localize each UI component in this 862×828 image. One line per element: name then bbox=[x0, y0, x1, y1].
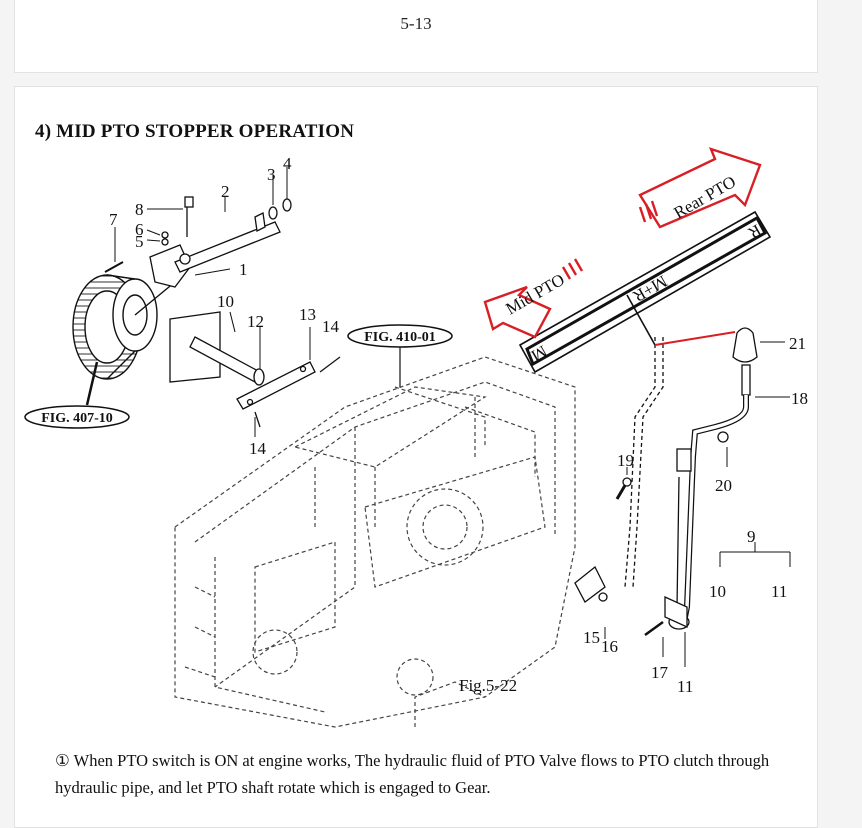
part-label-6: 6 bbox=[135, 220, 144, 239]
part-label-1: 1 bbox=[239, 260, 248, 279]
note-item-1: ① When PTO switch is ON at engine works,… bbox=[55, 747, 775, 801]
figure-reference-407: FIG. 407-10 bbox=[24, 361, 130, 429]
section-title: 4) MID PTO STOPPER OPERATION bbox=[35, 121, 355, 142]
part-label-18: 18 bbox=[791, 389, 808, 408]
shift-fork-assembly bbox=[104, 196, 292, 288]
part-label-3: 3 bbox=[267, 165, 276, 184]
figure-reference-410: FIG. 410-01 bbox=[347, 324, 453, 387]
figure-caption: Fig.5-22 bbox=[459, 676, 517, 695]
part-label-14b: 14 bbox=[249, 439, 267, 458]
part-label-14a: 14 bbox=[322, 317, 340, 336]
stopper-shaft-assembly bbox=[169, 311, 341, 428]
part-label-12: 12 bbox=[247, 312, 264, 331]
part-label-5: 5 bbox=[135, 232, 144, 251]
rear-pto-arrow-icon bbox=[638, 147, 762, 229]
pto-lever-assembly bbox=[574, 327, 758, 637]
content-card: 4) MID PTO STOPPER OPERATION bbox=[14, 86, 818, 828]
drive-gear-icon bbox=[72, 274, 176, 380]
leader-lines bbox=[114, 167, 791, 667]
svg-text:FIG. 407-10: FIG. 407-10 bbox=[41, 411, 113, 426]
part-label-9: 9 bbox=[747, 527, 756, 546]
pto-selector-plate bbox=[518, 210, 772, 374]
part-label-16: 16 bbox=[601, 637, 618, 656]
transmission-housing bbox=[174, 356, 576, 728]
svg-text:FIG. 410-01: FIG. 410-01 bbox=[364, 330, 436, 345]
note-item-1-marker: ① bbox=[55, 751, 70, 770]
part-label-15: 15 bbox=[583, 628, 600, 647]
part-label-21: 21 bbox=[789, 334, 806, 353]
part-label-10a: 10 bbox=[217, 292, 234, 311]
part-label-4: 4 bbox=[283, 154, 292, 173]
part-label-11a: 11 bbox=[771, 582, 787, 601]
page-header-card: 5-13 bbox=[14, 0, 818, 73]
part-label-17: 17 bbox=[651, 663, 669, 682]
part-label-8: 8 bbox=[135, 200, 144, 219]
part-label-7: 7 bbox=[109, 210, 118, 229]
part-label-10b: 10 bbox=[709, 582, 726, 601]
note-item-1-text: When PTO switch is ON at engine works, T… bbox=[55, 751, 770, 797]
part-label-13: 13 bbox=[299, 305, 316, 324]
exploded-parts-diagram: Mid PTO Rear PTO M M+R R FIG. 407-10 FIG… bbox=[24, 147, 808, 728]
page-number: 5-13 bbox=[400, 14, 432, 33]
part-label-19: 19 bbox=[617, 451, 634, 470]
part-label-2: 2 bbox=[221, 182, 230, 201]
part-label-20: 20 bbox=[715, 476, 732, 495]
part-label-11b: 11 bbox=[677, 677, 693, 696]
mid-pto-arrow-icon bbox=[483, 258, 584, 339]
